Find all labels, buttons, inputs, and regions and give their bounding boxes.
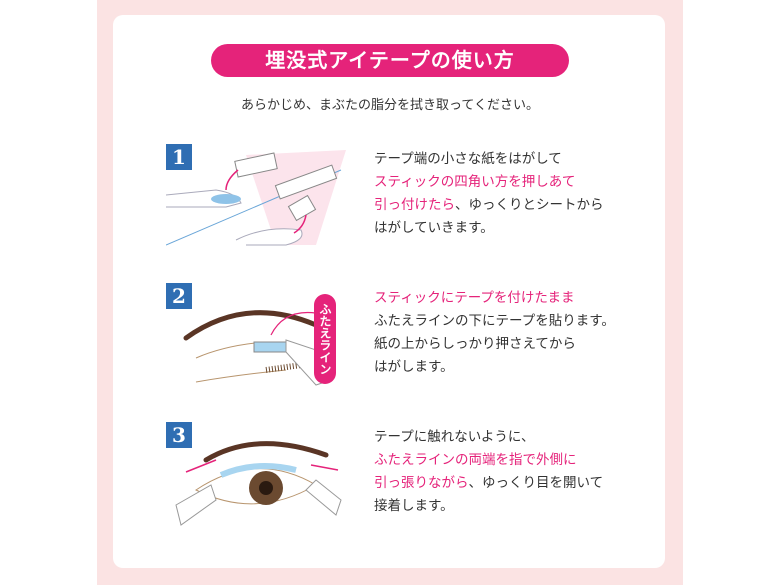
instruction-card: [113, 15, 665, 568]
step-2-text: スティックにテープを付けたまま ふたえラインの下にテープを貼ります。 紙の上から…: [374, 290, 615, 375]
step-3-illustration: [175, 441, 342, 526]
subtitle: あらかじめ、まぶたの脂分を拭き取ってください。: [241, 98, 539, 113]
step-1-illustration: [166, 150, 346, 246]
step-number-1: 1: [166, 144, 192, 170]
step-number-3: 3: [166, 422, 192, 448]
step-number-2: 2: [166, 283, 192, 309]
step-1-text: テープ端の小さな紙をはがして スティックの四角い方を押しあて 引っ付けたら、ゆっ…: [374, 151, 604, 236]
page-title: 埋没式アイテープの使い方: [211, 44, 569, 77]
step-3-text: テープに触れないように、 ふたえラインの両端を指で外側に 引っ張りながら、ゆっく…: [374, 429, 604, 514]
futae-line-label: ふたえライン: [314, 294, 336, 384]
